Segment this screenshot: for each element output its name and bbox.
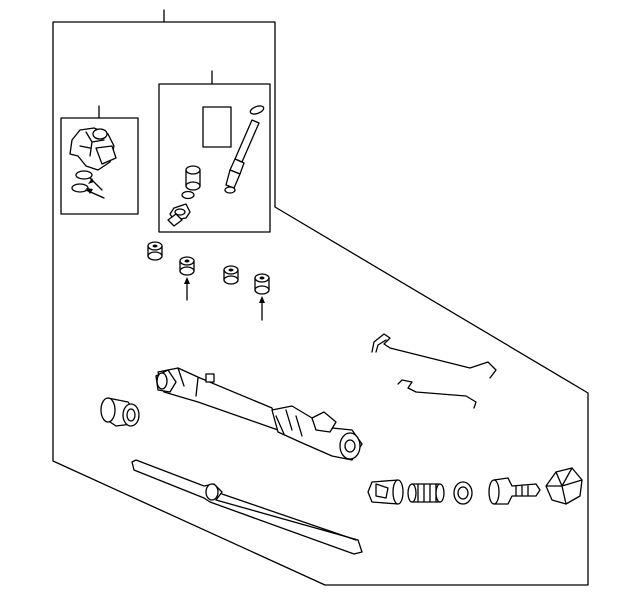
end-fitting-bolt bbox=[488, 477, 541, 505]
valve-oring-2 bbox=[71, 183, 89, 193]
arrow-head-icon bbox=[88, 178, 94, 184]
valve-body-kit bbox=[60, 105, 139, 215]
rack-bushing-3 bbox=[223, 265, 239, 285]
assembly-panel-outline bbox=[52, 21, 589, 586]
rack-shaft bbox=[131, 459, 363, 555]
rack-end-boot bbox=[100, 397, 140, 427]
arrow-head-icon bbox=[86, 188, 93, 194]
rack-housing bbox=[155, 367, 363, 461]
end-fitting-spring bbox=[407, 483, 445, 503]
pinion-kit-box bbox=[158, 83, 271, 233]
rack-bushing-2 bbox=[179, 256, 195, 301]
pinion-oring bbox=[249, 105, 265, 115]
fluid-line-upper bbox=[371, 333, 497, 379]
pinion-shaft bbox=[234, 119, 260, 163]
arrow-head-icon bbox=[259, 296, 265, 303]
rack-bushing-4 bbox=[254, 273, 270, 321]
pinion-kit bbox=[158, 70, 271, 233]
pinion-seal bbox=[185, 165, 201, 191]
valve-oring-1 bbox=[75, 170, 93, 180]
pinion-washer bbox=[181, 190, 195, 200]
fluid-line-lower bbox=[397, 379, 477, 409]
end-fitting-washer bbox=[453, 481, 473, 505]
end-fitting-cup bbox=[367, 479, 404, 505]
rack-bushing-1 bbox=[147, 241, 163, 261]
instruction-sheet bbox=[202, 106, 232, 148]
arrow-head-icon bbox=[184, 277, 190, 284]
end-fitting-locknut bbox=[545, 467, 583, 505]
